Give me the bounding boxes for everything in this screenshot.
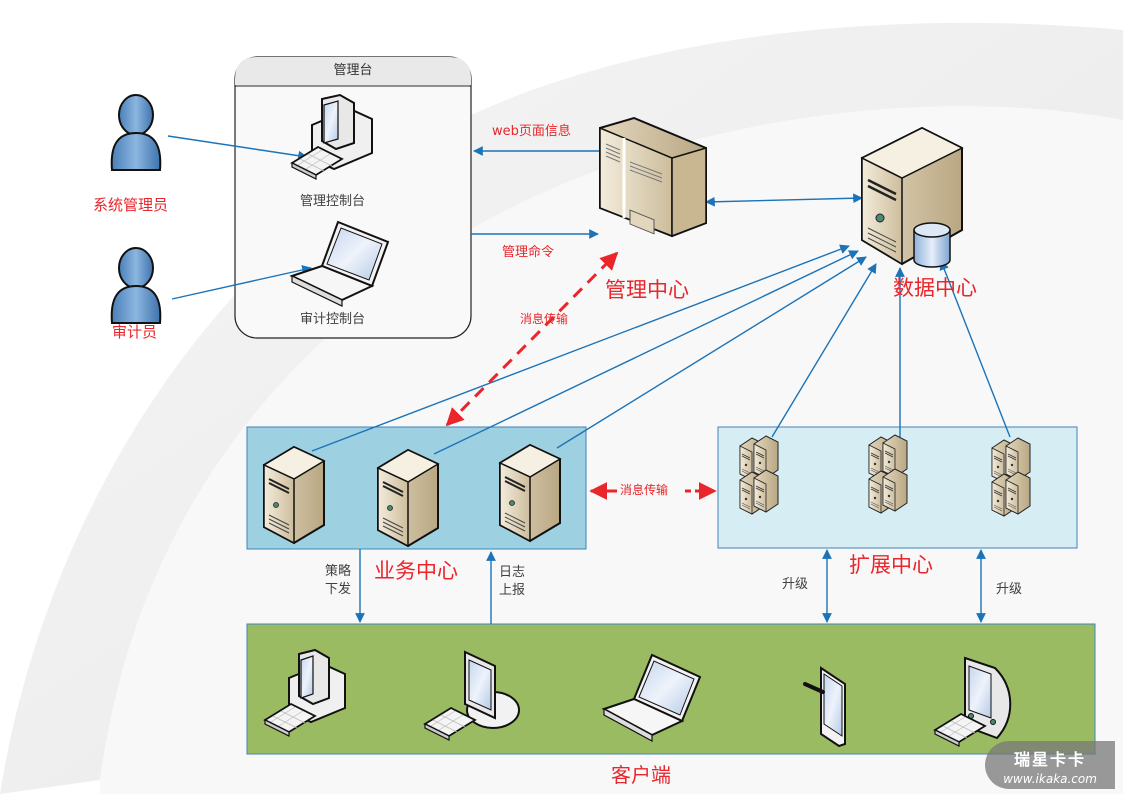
database-server-icon — [860, 126, 964, 268]
edge-label-policy-line2: 下发 — [325, 582, 352, 597]
edge-label-log-line1: 日志 — [499, 565, 526, 580]
tower-server-icon — [599, 116, 707, 238]
management-center-label: 管理中心 — [605, 278, 689, 302]
edge-label-mgmt-command: 管理命令 — [502, 245, 555, 260]
watermark-badge: 瑞星卡卡 www.ikaka.com — [985, 741, 1115, 789]
edge-label-upgrade-2: 升级 — [996, 582, 1023, 597]
desktop-computer-icon — [264, 648, 346, 737]
mgmt-console-label: 管理控制台 — [300, 194, 366, 209]
server-cluster-icon — [992, 438, 1030, 516]
server-cluster-icon — [869, 435, 907, 513]
actor-label-auditor: 审计员 — [112, 323, 158, 341]
server-cluster-icon — [740, 436, 778, 514]
business-center-label: 业务中心 — [374, 559, 458, 583]
edge-label-web-info: web页面信息 — [492, 124, 571, 139]
console-panel-title: 管理台 — [333, 63, 373, 78]
lcd-monitor-icon — [424, 650, 520, 741]
background-swoosh — [0, 22, 1123, 794]
user-icon — [110, 247, 162, 324]
laptop-icon — [289, 220, 390, 307]
clients-label: 客户端 — [611, 763, 671, 787]
message-connectors — [445, 251, 717, 500]
imac-monitor-icon — [934, 656, 1012, 747]
user-icon — [110, 94, 162, 171]
edge-label-msg-transfer-2: 消息传输 — [620, 483, 669, 497]
connectors — [167, 135, 1011, 624]
console-panel — [234, 56, 472, 339]
laptop-icon — [601, 653, 702, 743]
watermark-brand: 瑞星卡卡 — [1013, 750, 1086, 769]
desktop-computer-icon — [291, 93, 373, 180]
server-icon — [499, 444, 561, 542]
actor-label-sysadmin: 系统管理员 — [93, 196, 169, 214]
server-icon — [377, 449, 439, 547]
data-center-label: 数据中心 — [893, 276, 977, 300]
server-icon — [263, 446, 325, 544]
edge-label-upgrade-1: 升级 — [782, 577, 809, 592]
database-icon — [913, 222, 951, 268]
extension-center-label: 扩展中心 — [849, 553, 933, 577]
watermark-url: www.ikaka.com — [1003, 772, 1097, 786]
edge-label-msg-transfer-1: 消息传输 — [520, 312, 569, 326]
edge-label-log-line2: 上报 — [499, 583, 526, 598]
tablet-icon — [803, 666, 846, 748]
edge-label-policy-line1: 策略 — [325, 564, 352, 579]
audit-console-label: 审计控制台 — [300, 312, 366, 327]
